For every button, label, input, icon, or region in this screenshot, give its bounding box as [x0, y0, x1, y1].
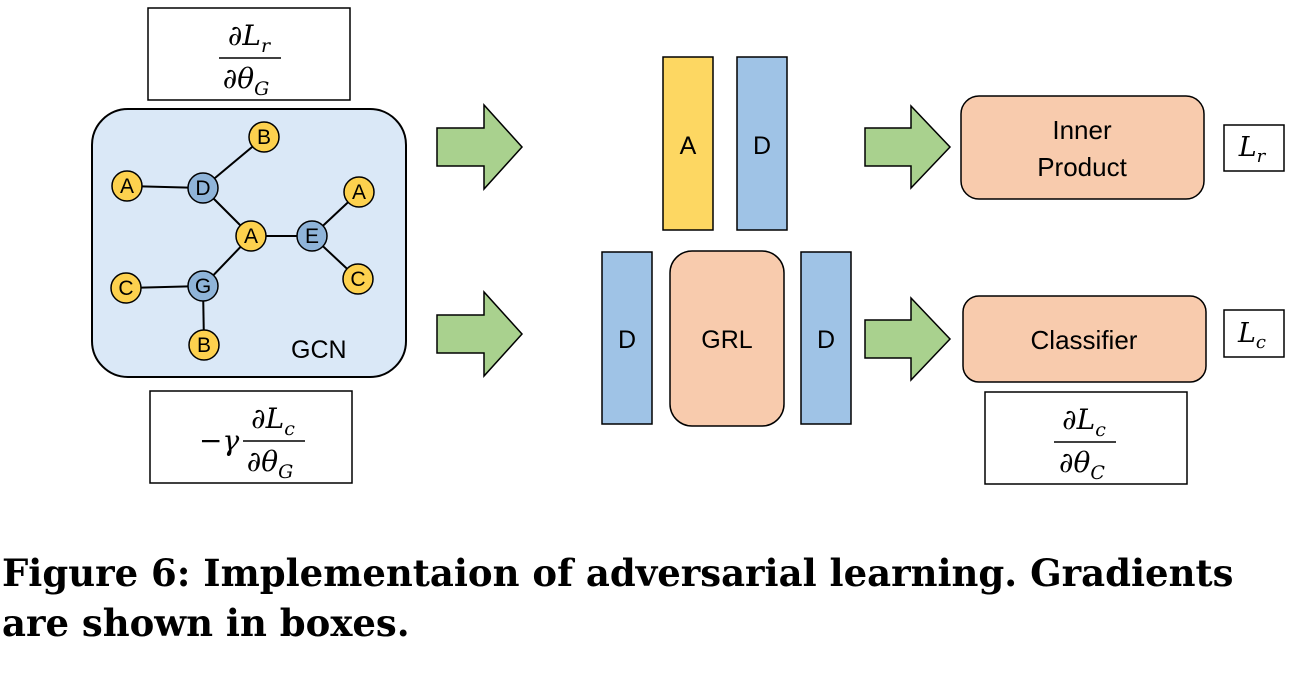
svg-text:D: D: [195, 177, 210, 200]
caption-line-2: are shown in boxes.: [2, 601, 410, 645]
graph-node: A: [111, 170, 143, 202]
embedding-bar-d: D: [736, 56, 788, 231]
classifier-module: Classifier: [962, 295, 1207, 383]
loss-box-classification: Lc: [1223, 309, 1285, 358]
svg-text:A: A: [244, 225, 258, 248]
svg-text:B: B: [257, 126, 271, 149]
embedding-bar-a: A: [662, 56, 714, 231]
arrow-right-icon: [864, 104, 952, 190]
graph-node: B: [188, 329, 220, 361]
graph-node: C: [342, 263, 374, 295]
svg-text:∂θG: ∂θG: [223, 62, 270, 100]
svg-text:Classifier: Classifier: [1031, 325, 1138, 355]
arrow-right-icon: [436, 103, 524, 191]
svg-text:∂θC: ∂θC: [1059, 446, 1105, 484]
svg-text:C: C: [350, 268, 365, 291]
grl-block: GRL: [669, 250, 785, 427]
svg-text:E: E: [305, 225, 319, 248]
svg-text:D: D: [753, 132, 771, 160]
svg-text:Inner: Inner: [1052, 115, 1112, 145]
svg-text:GRL: GRL: [701, 326, 753, 354]
svg-text:∂Lc: ∂Lc: [251, 402, 295, 440]
graph-node: A: [235, 220, 267, 252]
svg-text:∂Lc: ∂Lc: [1062, 403, 1106, 441]
svg-text:Lc: Lc: [1237, 318, 1266, 353]
gradient-box-top: ∂Lr ∂θG: [147, 7, 351, 101]
svg-text:∂Lr: ∂Lr: [228, 19, 272, 57]
graph-node: A: [343, 176, 375, 208]
svg-text:A: A: [120, 175, 134, 198]
svg-text:G: G: [195, 275, 211, 298]
graph-node: E: [296, 220, 328, 252]
graph-node: C: [110, 272, 142, 304]
svg-text:C: C: [118, 277, 133, 300]
svg-text:∂θG: ∂θG: [247, 445, 294, 483]
svg-text:A: A: [352, 181, 366, 204]
inner-product-module: Inner Product: [960, 95, 1205, 200]
adversarial-learning-diagram: ∂Lr ∂θG B A D: [91, 7, 1285, 485]
arrow-right-icon: [436, 290, 524, 378]
svg-text:B: B: [197, 334, 211, 357]
figure-caption: Figure 6: Implementaion of adversarial l…: [2, 548, 1302, 648]
graph-node: G: [187, 270, 219, 302]
embedding-bar-d-left: D: [601, 251, 653, 425]
svg-text:D: D: [618, 326, 636, 354]
embedding-bar-d-right: D: [800, 251, 852, 425]
gradient-box-classifier: ∂Lc ∂θC: [984, 391, 1188, 485]
loss-box-reconstruction: Lr: [1223, 124, 1285, 172]
graph-node: B: [248, 121, 280, 153]
svg-text:Product: Product: [1037, 152, 1127, 182]
arrow-right-icon: [864, 296, 952, 382]
svg-text:A: A: [680, 132, 697, 160]
gradient-box-bottom: −γ ∂Lc ∂θG: [149, 390, 353, 484]
caption-line-1: Figure 6: Implementaion of adversarial l…: [2, 551, 1234, 595]
graph-node: D: [187, 172, 219, 204]
svg-text:−γ: −γ: [199, 424, 239, 457]
gcn-label: GCN: [291, 336, 347, 364]
svg-text:D: D: [817, 326, 835, 354]
svg-text:Lr: Lr: [1238, 132, 1267, 167]
gcn-panel: B A D A A E C G: [91, 108, 407, 378]
